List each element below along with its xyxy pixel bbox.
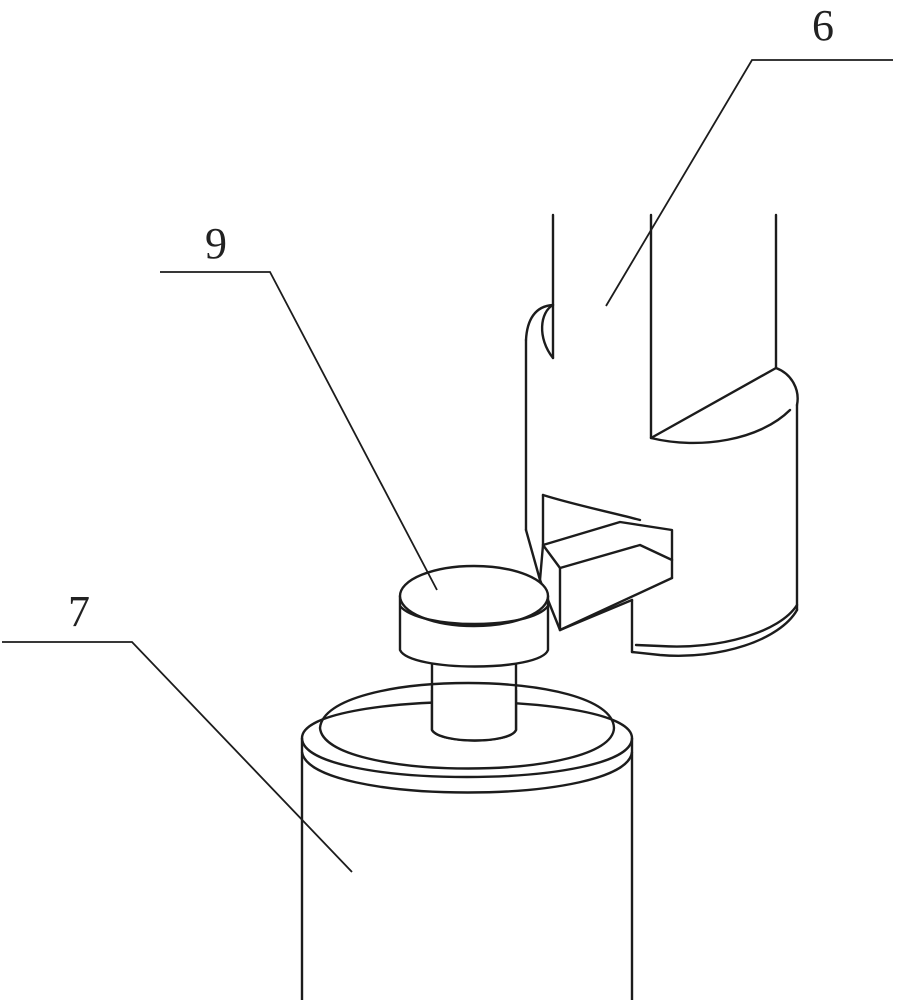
label-part-6: 6 (812, 1, 834, 50)
label-part-9: 9 (205, 219, 227, 268)
part-9-stem-base (432, 690, 516, 741)
label-part-7: 7 (68, 587, 90, 636)
